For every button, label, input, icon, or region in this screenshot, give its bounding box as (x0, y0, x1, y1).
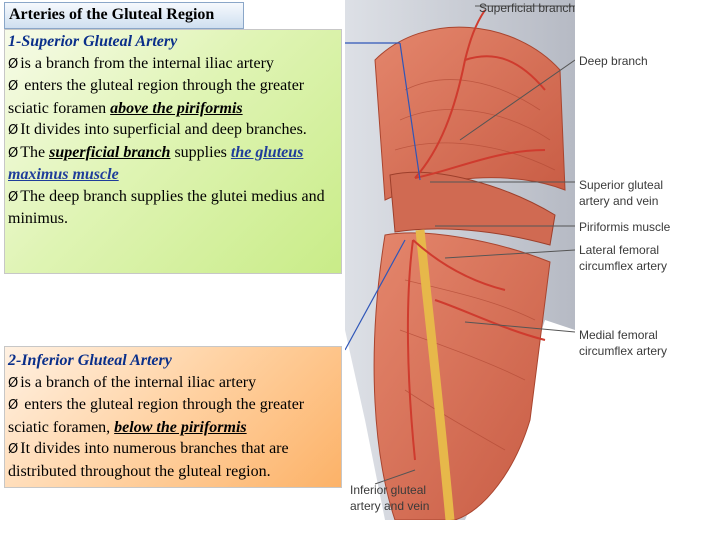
arrow-bullet-icon: Ø (8, 189, 19, 205)
label-inferior-gluteal-artery: Inferior gluteal artery and vein (350, 483, 430, 513)
sciatic-nerve-shape (415, 229, 455, 520)
bullet-item: Ø enters the gluteal region through the … (8, 396, 305, 436)
inferior-artery-box (4, 346, 342, 488)
arrow-bullet-icon: Ø (8, 56, 19, 72)
emphasis-text: the gluteus maximus muscle (8, 143, 304, 184)
label-superior-gluteal-artery: Superior gluteal artery and vein (579, 178, 664, 208)
arrow-bullet-icon: Ø (8, 123, 19, 138)
label-pointers (374, 5, 575, 485)
label-superficial-branch: Superficial branch (479, 1, 576, 15)
leader-line (399, 42, 421, 181)
arrow-bullet-icon: Ø (8, 442, 19, 457)
gluteal-anatomy-illustration (345, 0, 575, 520)
arrow-bullet-icon: Ø (8, 145, 19, 161)
slide-title: Arteries of the Gluteal Region (4, 2, 244, 29)
emphasis-text: below the piriformis (114, 418, 247, 436)
anatomy-drawing (345, 0, 575, 520)
superior-artery-box (4, 29, 342, 274)
piriformis-shape (389, 171, 556, 246)
leader-line (345, 239, 406, 351)
label-medial-femoral-circumflex: Medial femoral circumflex artery (579, 328, 668, 358)
bullet-item: Ø enters the gluteal region through the … (8, 77, 305, 117)
label-piriformis-muscle: Piriformis muscle (579, 220, 671, 234)
emphasis-text: above the piriformis (110, 99, 243, 117)
arrow-bullet-icon: Ø (8, 375, 19, 391)
label-deep-branch: Deep branch (579, 54, 648, 68)
superior-heading: 1-Superior Gluteal Artery (8, 33, 178, 50)
inferior-heading: 2-Inferior Gluteal Artery (8, 352, 172, 369)
muscle-fibers (394, 79, 556, 451)
artery-branches (406, 9, 546, 461)
label-lateral-femoral-circumflex: Lateral femoral circumflex artery (579, 243, 668, 273)
arrow-bullet-icon: Ø (8, 398, 19, 413)
thigh-muscle-shape (373, 232, 551, 520)
emphasis-text: superficial branch (49, 143, 171, 161)
arrow-bullet-icon: Ø (8, 79, 19, 94)
